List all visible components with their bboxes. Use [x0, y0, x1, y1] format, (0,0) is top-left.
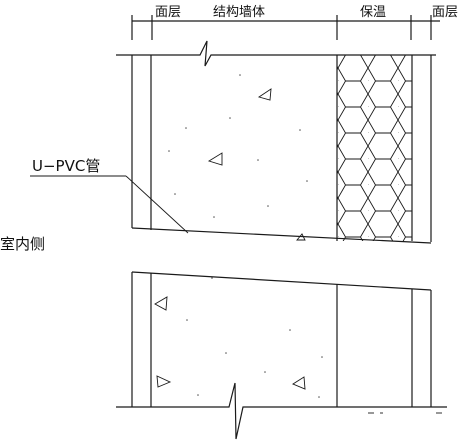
concrete-aggregate-bottom — [154, 277, 323, 398]
label-structural-wall: 结构墙体 — [213, 5, 265, 20]
label-insulation: 保温 — [360, 5, 386, 20]
pipe-leader-line — [30, 175, 189, 234]
dimension-line — [131, 15, 440, 40]
lower-wall-section — [116, 271, 447, 440]
label-indoor-side: 室内侧 — [0, 235, 45, 253]
label-face-layer-right: 面层 — [432, 5, 458, 20]
label-upvc-pipe: U−PVC管 — [32, 157, 100, 175]
insulation-honeycomb — [337, 55, 412, 241]
concrete-aggregate-top — [168, 74, 308, 241]
label-face-layer-left: 面层 — [155, 5, 181, 20]
